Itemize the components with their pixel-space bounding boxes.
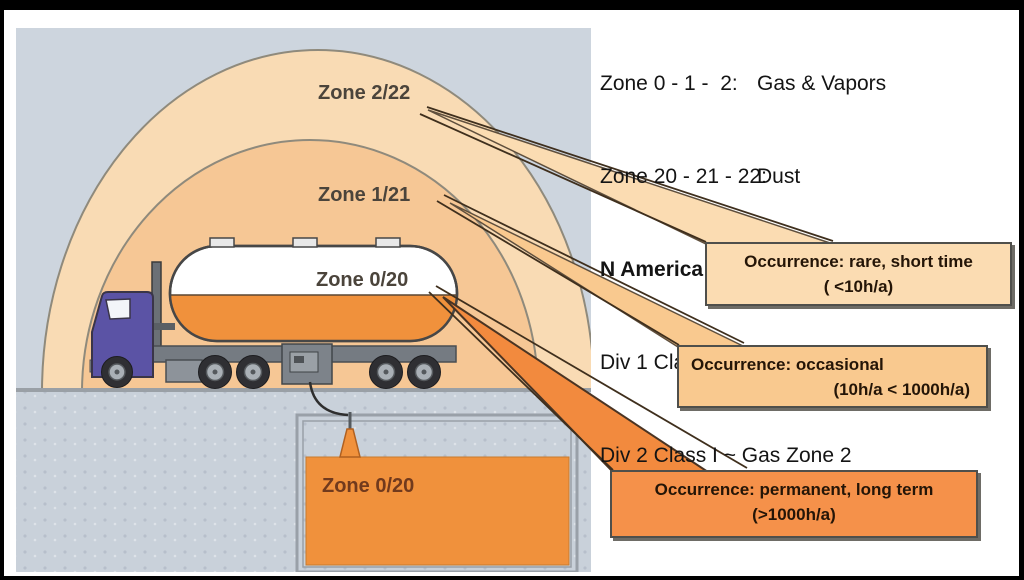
wheel [101, 356, 133, 388]
hatch-1 [209, 237, 235, 248]
legend-dust-zones: Zone 20 - 21 - 22: [600, 165, 767, 188]
occurrence-occasional-line2: (10h/a < 1000h/a) [833, 380, 970, 399]
equipment-cabinet [281, 343, 333, 385]
occurrence-rare-line2: ( <10h/a) [823, 277, 894, 296]
wheel [407, 355, 441, 389]
hatch-3 [375, 237, 401, 248]
legend-div2-line: Div 2 Class I ~ Gas Zone 2 [600, 444, 852, 467]
leader-lines [419, 106, 834, 471]
legend-gas-zones: Zone 0 - 1 - 2: [600, 72, 738, 95]
tanker-liquid [170, 295, 457, 341]
zone-0-20-underground-label: Zone 0/20 [322, 475, 415, 497]
leader-zone0-a [428, 291, 614, 471]
wheel [236, 355, 270, 389]
legend-row-dust: Zone 20 - 21 - 22: Dust [600, 161, 1018, 192]
leader-zone0-b [435, 285, 748, 469]
leader-zone2-b [426, 106, 834, 242]
occurrence-box-permanent: Occurrence: permanent, long term (>1000h… [610, 470, 978, 538]
callout-tails [427, 109, 834, 473]
leader-zone1-a [436, 200, 680, 346]
leader-zone1-b [443, 194, 745, 344]
frame-top-bar [0, 0, 1024, 10]
underground-tank-liquid [305, 456, 570, 566]
frame-right-bar [1019, 0, 1024, 580]
legend-gas-value: Gas & Vapors [757, 72, 887, 95]
zone-0-20-tank-label: Zone 0/20 [316, 269, 409, 291]
occurrence-occasional-line1: Occurrence: occasional [691, 355, 884, 374]
discharge-hose [308, 381, 349, 417]
cab-window [105, 298, 131, 320]
occurrence-rare-line1: Occurrence: rare, short time [744, 252, 973, 271]
leader-zone2-a [419, 113, 707, 243]
occurrence-permanent-line2: (>1000h/a) [752, 505, 836, 524]
wheels [101, 355, 441, 389]
tanker-truck [89, 237, 459, 458]
wheel [369, 355, 403, 389]
zone-1-21-label: Zone 1/21 [318, 184, 411, 206]
fuel-box [165, 359, 203, 383]
frame-left-bar [0, 0, 4, 580]
ground-line [16, 388, 591, 392]
legend-row-gas: Zone 0 - 1 - 2: Gas & Vapors [600, 68, 1018, 99]
occurrence-box-rare: Occurrence: rare, short time ( <10h/a) [705, 242, 1012, 306]
wheel [198, 355, 232, 389]
legend-region-heading: N America [600, 258, 704, 281]
legend-dust-value: Dust [757, 165, 801, 188]
underground-storage-tank [295, 413, 579, 572]
drawbar [151, 323, 175, 330]
occurrence-permanent-line1: Occurrence: permanent, long term [654, 480, 934, 499]
zone-2-22-label: Zone 2/22 [318, 82, 411, 104]
truck-cab [91, 291, 154, 378]
fill-funnel [339, 428, 361, 458]
frame-bottom-bar [0, 576, 1024, 580]
occurrence-box-occasional: Occurrence: occasional (10h/a < 1000h/a) [677, 345, 988, 408]
hatch-2 [292, 237, 318, 248]
